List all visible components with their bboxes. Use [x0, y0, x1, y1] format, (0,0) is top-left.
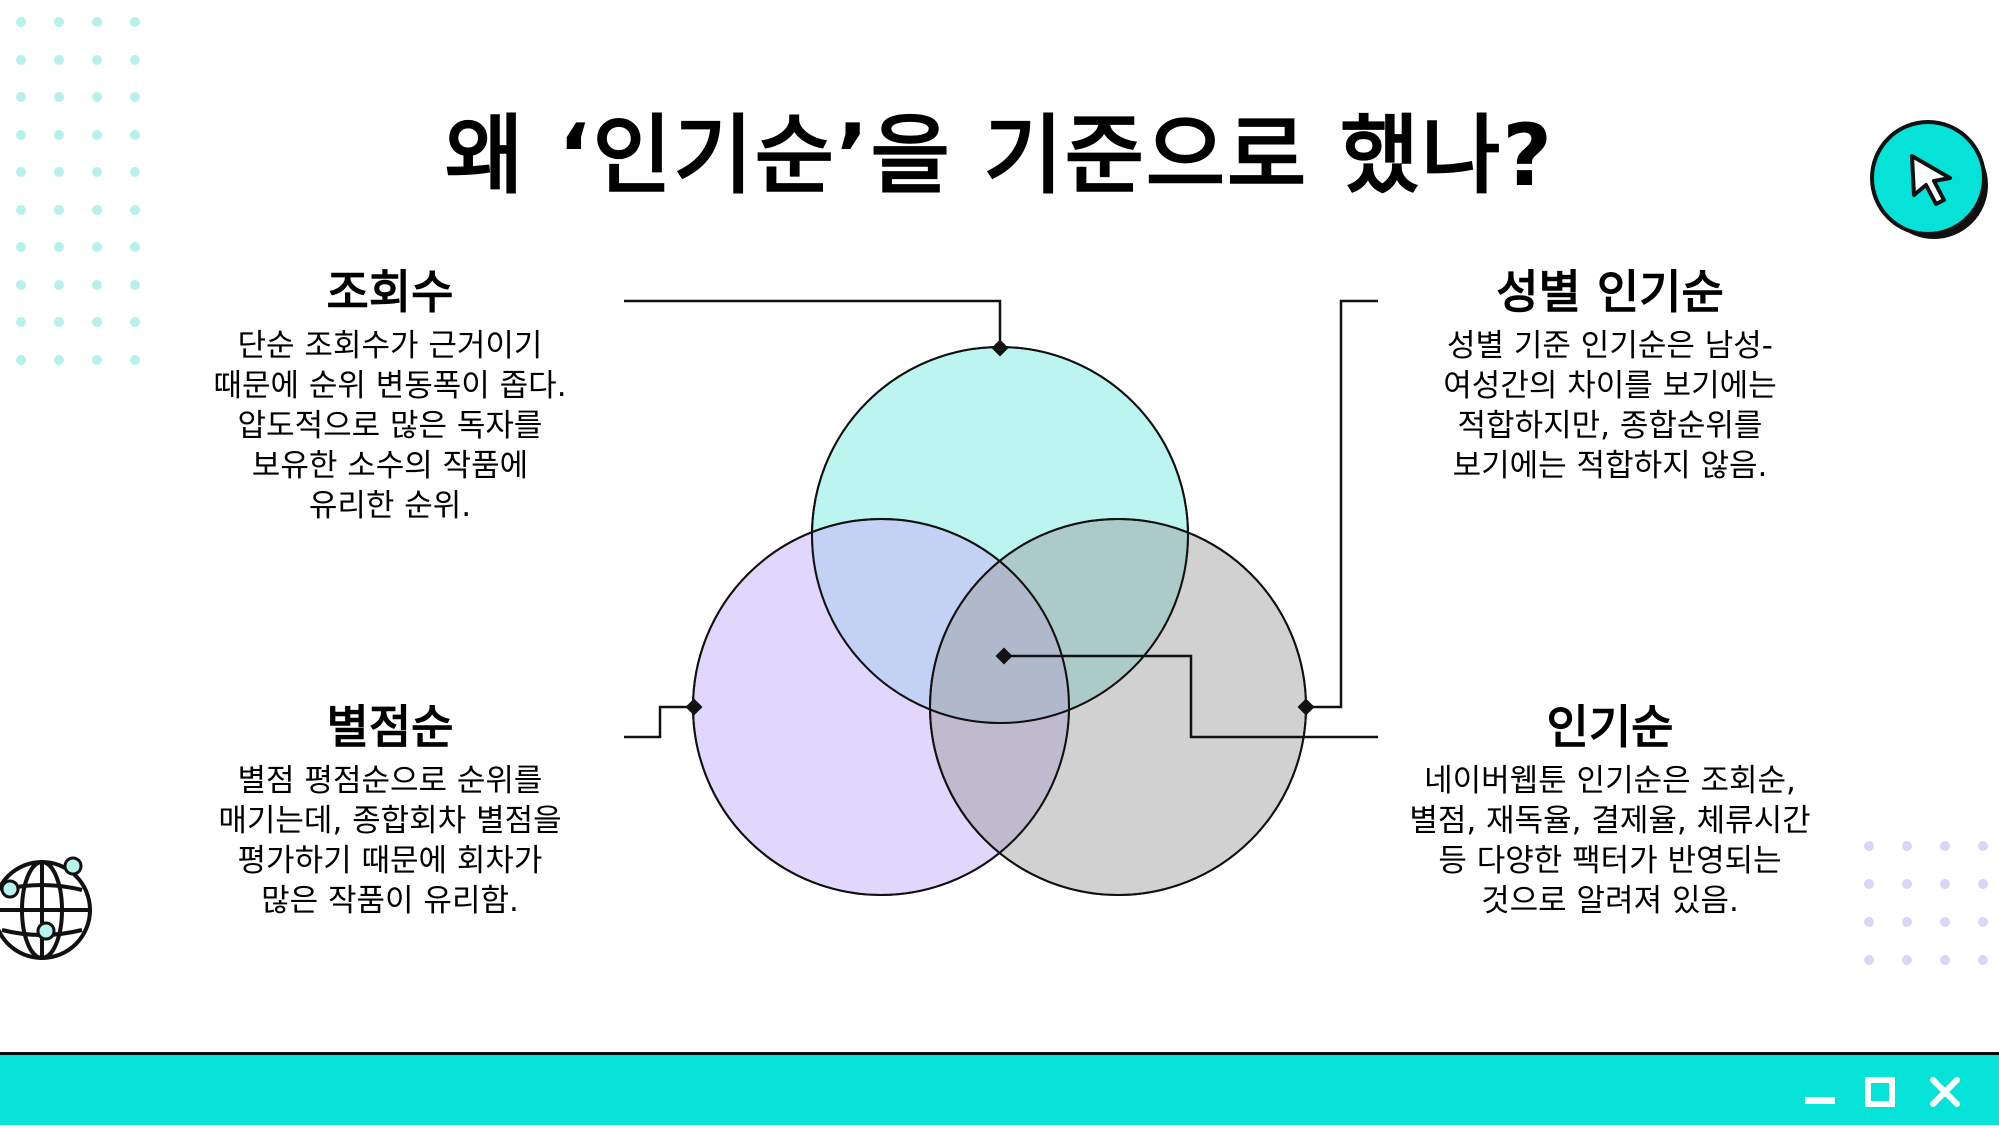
decor-dot	[130, 242, 140, 252]
connector-rating-marker	[685, 698, 703, 716]
decor-dot	[1864, 841, 1874, 851]
decor-dot	[130, 354, 140, 365]
page-title: 왜 ‘인기순’을 기준으로 했나?	[444, 106, 1555, 206]
decor-dot	[54, 54, 64, 65]
section-popular-heading: 인기순	[1546, 700, 1674, 754]
globe-icon	[0, 856, 92, 960]
decor-dot	[16, 204, 26, 215]
connector-popular-marker	[995, 647, 1013, 665]
decor-dot	[1902, 955, 1912, 965]
connector-gender	[1305, 299, 1378, 709]
decor-dot	[130, 167, 140, 177]
decor-dot	[1864, 955, 1874, 965]
connector-gender-marker	[1297, 698, 1315, 716]
connector-rating	[624, 705, 694, 739]
decor-dot	[130, 54, 140, 65]
close-button[interactable]	[1920, 1055, 1970, 1128]
decor-dot	[1864, 879, 1874, 889]
decor-dot	[54, 317, 64, 327]
maximize-icon	[1865, 1076, 1895, 1107]
decor-dot	[54, 242, 64, 252]
decor-dot	[1902, 879, 1912, 889]
decor-dot	[16, 92, 26, 102]
decor-dot	[1978, 917, 1988, 927]
decor-dot	[1940, 841, 1950, 851]
section-views-body: 단순 조회수가 근거이기 때문에 순위 변동폭이 좁다. 압도적으로 많은 독자…	[213, 328, 567, 525]
decor-dot	[92, 279, 102, 290]
section-gender: 성별 인기순 성별 기준 인기순은 남성- 여성간의 차이를 보기에는 적합하지…	[1380, 265, 1840, 486]
decor-dot	[1864, 917, 1874, 927]
section-gender-body: 성별 기준 인기순은 남성- 여성간의 차이를 보기에는 적합하지만, 종합순위…	[1443, 328, 1777, 485]
decor-dot	[54, 17, 64, 27]
decor-dot	[16, 129, 26, 140]
section-rating-heading: 별점순	[326, 700, 454, 754]
decor-dot	[54, 129, 64, 140]
section-views: 조회수 단순 조회수가 근거이기 때문에 순위 변동폭이 좁다. 압도적으로 많…	[160, 265, 620, 526]
decor-dot	[54, 204, 64, 215]
decor-dot	[54, 279, 64, 290]
decor-dot	[16, 279, 26, 290]
decor-dot	[54, 92, 64, 102]
decor-dot	[92, 204, 102, 215]
section-popular-body: 네이버웹툰 인기순은 조회순, 별점, 재독율, 결제율, 체류시간 등 다양한…	[1409, 763, 1811, 920]
decor-dot	[130, 17, 140, 27]
decor-dot	[16, 54, 26, 65]
decor-dot	[1902, 917, 1912, 927]
decor-dot	[92, 354, 102, 365]
decor-dot	[16, 17, 26, 27]
minimize-button[interactable]	[1795, 1055, 1845, 1128]
bottom-bar	[0, 1052, 1999, 1125]
section-views-heading: 조회수	[326, 265, 454, 319]
decor-dot	[130, 317, 140, 327]
cursor-arrow-icon	[1870, 120, 1988, 239]
decor-dot	[16, 317, 26, 327]
section-gender-heading: 성별 인기순	[1496, 265, 1724, 319]
decor-dot	[92, 92, 102, 102]
venn-circle-popular	[929, 518, 1307, 896]
decor-dot	[92, 317, 102, 327]
section-popular: 인기순 네이버웹툰 인기순은 조회순, 별점, 재독율, 결제율, 체류시간 등…	[1340, 700, 1880, 921]
decor-dot	[130, 129, 140, 140]
decor-dot	[54, 354, 64, 365]
decor-dot	[92, 54, 102, 65]
decor-dot	[92, 167, 102, 177]
minimize-icon	[1805, 1096, 1835, 1104]
decor-dot	[130, 279, 140, 290]
decor-dot	[130, 204, 140, 215]
decor-dot	[92, 129, 102, 140]
decor-dot	[1902, 841, 1912, 851]
decor-dot	[1978, 841, 1988, 851]
decor-dot	[16, 354, 26, 365]
connector-views-marker	[991, 339, 1009, 357]
decor-dot	[1978, 879, 1988, 889]
section-rating-body: 별점 평점순으로 순위를 매기는데, 종합회차 별점을 평가하기 때문에 회차가…	[218, 763, 562, 920]
decor-dot	[54, 167, 64, 177]
decor-dot	[1940, 917, 1950, 927]
maximize-button[interactable]	[1855, 1055, 1905, 1128]
connector-popular	[1004, 654, 1378, 739]
close-icon	[1930, 1076, 1960, 1107]
decor-dot	[92, 17, 102, 27]
decor-dot	[130, 92, 140, 102]
decor-dot	[16, 167, 26, 177]
decor-dot	[16, 242, 26, 252]
connector-views	[624, 299, 1002, 348]
section-rating: 별점순 별점 평점순으로 순위를 매기는데, 종합회차 별점을 평가하기 때문에…	[160, 700, 620, 921]
decor-dot	[1978, 955, 1988, 965]
decor-dot	[92, 242, 102, 252]
decor-dot	[1940, 955, 1950, 965]
decor-dot	[1940, 879, 1950, 889]
